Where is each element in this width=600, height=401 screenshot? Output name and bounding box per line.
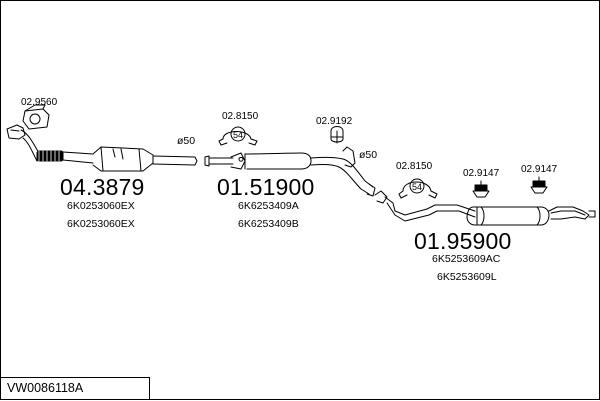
oe-number-1b: 6K0253060EX bbox=[67, 218, 135, 230]
oe-number-2b: 6K6253409B bbox=[238, 218, 299, 230]
oe-number-3b: 6K5253609L bbox=[437, 271, 497, 283]
diameter-label-1: ø50 bbox=[177, 135, 196, 147]
hanger-icon-rear bbox=[398, 178, 438, 199]
front-pipe-with-catalyst bbox=[6, 124, 198, 172]
part-number-2: 01.51900 bbox=[217, 174, 315, 200]
rear-section bbox=[374, 190, 596, 226]
fitting-label-mount-1: 02.9147 bbox=[463, 168, 500, 179]
ring-label-rear: 54 bbox=[412, 182, 422, 192]
joint-pipe bbox=[342, 146, 356, 168]
part-number-3: 01.95900 bbox=[414, 228, 512, 254]
gasket-icon-front bbox=[22, 104, 50, 130]
ring-label-mid: 54 bbox=[233, 130, 243, 140]
diagram-id: VW0086118A bbox=[7, 381, 84, 395]
fitting-label-clamp: 02.9192 bbox=[316, 116, 353, 127]
fitting-label-gasket: 02.9560 bbox=[21, 97, 58, 108]
diagram-id-box: VW0086118A bbox=[0, 377, 150, 400]
oe-number-3a: 6K5253609AC bbox=[432, 253, 501, 265]
oe-number-2a: 6K6253409A bbox=[238, 200, 299, 212]
middle-section bbox=[204, 152, 376, 197]
clamp-icon bbox=[330, 126, 344, 144]
fitting-label-hanger-mid: 02.8150 bbox=[222, 111, 259, 122]
diameter-label-2: ø50 bbox=[359, 149, 378, 161]
oe-number-1a: 6K0253060EX bbox=[67, 200, 135, 212]
hanger-icon-middle bbox=[218, 126, 258, 146]
part-number-1: 04.3879 bbox=[60, 174, 145, 200]
mount-icon-2 bbox=[530, 176, 548, 194]
fitting-label-mount-2: 02.9147 bbox=[521, 164, 558, 175]
mount-icon-1 bbox=[472, 180, 490, 198]
fitting-label-hanger-rear: 02.8150 bbox=[396, 161, 433, 172]
